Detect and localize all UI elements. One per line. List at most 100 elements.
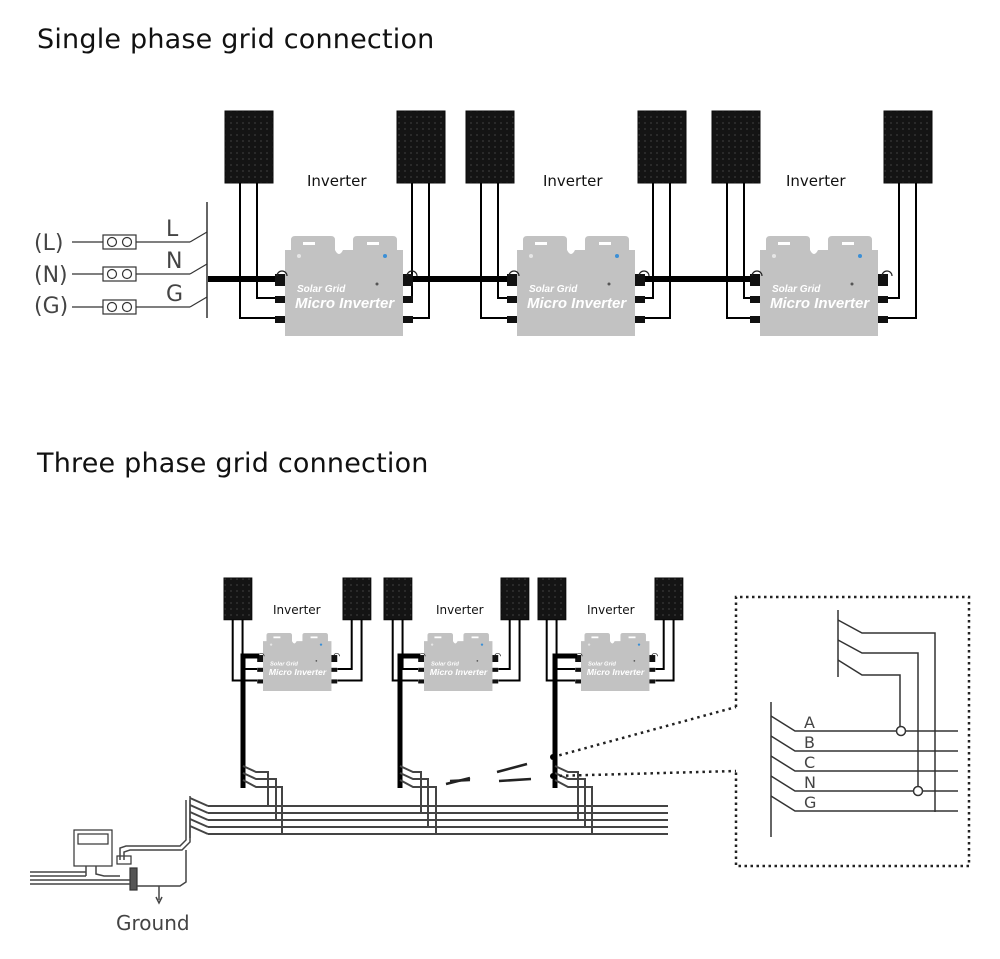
dc-connector-icon — [492, 667, 499, 672]
dc-connector-icon — [331, 655, 338, 662]
dc-connector-icon — [878, 274, 888, 286]
dc-connector-icon — [649, 655, 656, 662]
inverter-brand-line1: Solar Grid — [772, 284, 821, 295]
inverter-label: Inverter — [786, 172, 846, 190]
dc-connector-icon — [878, 296, 888, 303]
dc-connector-icon — [635, 274, 645, 286]
dc-connector-icon — [575, 655, 581, 662]
dc-connector-icon — [649, 679, 656, 684]
detail-label-A: A — [804, 713, 815, 732]
solar-panel-left — [537, 577, 567, 621]
three-phase-title: Three phase grid connection — [37, 448, 429, 479]
solar-panel-right — [637, 110, 687, 184]
dc-connector-icon — [403, 316, 413, 323]
solar-panel-left — [224, 110, 274, 184]
dc-connector-icon — [507, 274, 517, 286]
dc-connector-icon — [635, 296, 645, 303]
inverter-brand-line1: Solar Grid — [431, 661, 459, 667]
inverter-label: Inverter — [543, 172, 603, 190]
line-label-G: G — [166, 282, 183, 307]
solar-panel-right — [654, 577, 684, 621]
solar-panel-right — [500, 577, 530, 621]
dc-connector-icon — [257, 667, 263, 672]
inverter-brand-line2: Micro Inverter — [527, 295, 627, 312]
inverter-brand-line2: Micro Inverter — [587, 667, 645, 677]
detail-label-C: C — [804, 753, 815, 772]
dc-connector-icon — [575, 667, 581, 672]
solar-panel-left — [223, 577, 253, 621]
detail-line-labels: A B C N G — [804, 713, 816, 812]
solar-panel-left — [711, 110, 761, 184]
inverter-label: Inverter — [273, 603, 321, 617]
dc-connector-icon — [750, 296, 760, 303]
inverter-brand-line1: Solar Grid — [297, 284, 346, 295]
grid-terminal-G: (G) G — [34, 282, 208, 319]
inverter-brand-line1: Solar Grid — [270, 661, 298, 667]
inverter-label: Inverter — [587, 603, 635, 617]
ac-drop-cable — [397, 653, 420, 788]
single-phase-diagram: (L) L (N) N (G) G — [34, 110, 933, 336]
dc-connector-icon — [275, 274, 285, 286]
dc-connector-icon — [750, 274, 760, 286]
dc-connector-icon — [275, 316, 285, 323]
inverter-brand-line2: Micro Inverter — [770, 295, 870, 312]
dc-connector-icon — [403, 296, 413, 303]
dc-connector-icon — [275, 296, 285, 303]
inverter-brand-line2: Micro Inverter — [269, 667, 327, 677]
single-phase-title: Single phase grid connection — [37, 24, 435, 55]
phase-taps — [242, 765, 593, 834]
terminal-label: (G) — [34, 294, 68, 319]
detail-label-N: N — [804, 773, 816, 792]
dc-connector-icon — [257, 655, 263, 662]
dc-connector-icon — [492, 655, 499, 662]
inverter-brand-line1: Solar Grid — [529, 284, 578, 295]
detail-label-B: B — [804, 733, 815, 752]
dc-connector-icon — [507, 316, 517, 323]
dc-connector-icon — [635, 316, 645, 323]
dc-connector-icon — [418, 655, 424, 662]
dc-connector-icon — [331, 679, 338, 684]
line-label-L: L — [166, 217, 179, 242]
detail-callout — [550, 595, 971, 868]
detail-frame — [734, 595, 971, 868]
continuation-marks — [445, 762, 532, 786]
dc-connector-icon — [403, 274, 413, 286]
dc-connector-icon — [878, 316, 888, 323]
dc-connector-icon — [507, 296, 517, 303]
solar-panel-right — [342, 577, 372, 621]
line-label-N: N — [166, 249, 182, 274]
meter-box — [73, 829, 138, 891]
dc-connector-icon — [492, 679, 499, 684]
solar-panel-right — [883, 110, 933, 184]
ground-label: Ground — [116, 911, 190, 935]
dc-connector-icon — [257, 679, 263, 684]
dc-connector-icon — [649, 667, 656, 672]
detail-view — [770, 610, 958, 837]
service-cable — [30, 800, 191, 905]
inverter-label: Inverter — [436, 603, 484, 617]
terminal-label: (L) — [34, 231, 63, 256]
solar-panel-left — [383, 577, 413, 621]
dc-connector-icon — [575, 679, 581, 684]
detail-label-G: G — [804, 793, 816, 812]
inverter-brand-line2: Micro Inverter — [295, 295, 395, 312]
solar-panel-left — [465, 110, 515, 184]
terminal-label: (N) — [34, 263, 68, 288]
inverter-label: Inverter — [307, 172, 367, 190]
grid-terminal-N: (N) N — [34, 249, 208, 288]
ac-drop-cable — [240, 653, 259, 788]
ac-drop-cable — [552, 653, 577, 788]
dc-connector-icon — [331, 667, 338, 672]
inverter-brand-line2: Micro Inverter — [430, 667, 488, 677]
